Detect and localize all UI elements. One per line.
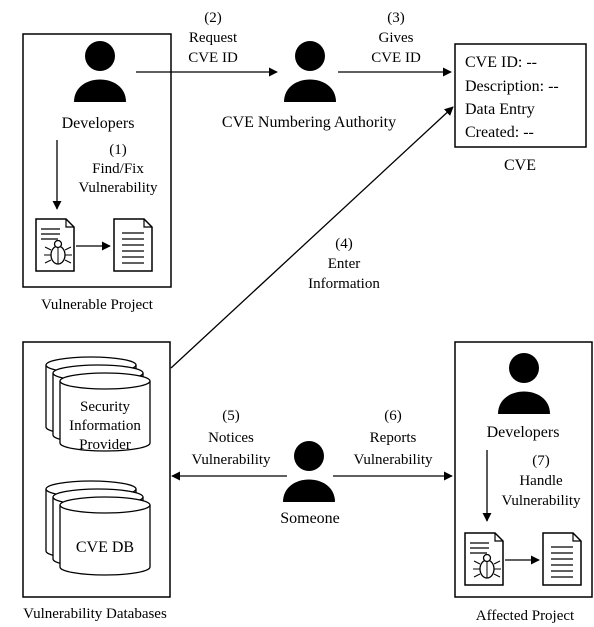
developer-person-icon — [74, 41, 126, 102]
affected-fixed-code-document-icon — [542, 532, 582, 586]
step1-number: (1) — [109, 142, 127, 158]
step4-line1: Enter — [328, 256, 360, 272]
step7-line2: Vulnerability — [501, 493, 581, 509]
vulnerability-databases-box — [22, 341, 171, 598]
cna-person-icon — [284, 41, 336, 102]
vulnerability-databases-caption: Vulnerability Databases — [23, 606, 167, 622]
step2-line2: CVE ID — [188, 50, 238, 66]
cve-caption: CVE — [504, 157, 536, 174]
step3-number: (3) — [387, 10, 405, 26]
sip-line1: Security — [80, 399, 130, 415]
step2-number: (2) — [204, 10, 222, 26]
affected-vulnerable-code-document-icon — [464, 532, 504, 586]
cve-data-entry-field: Data Entry — [465, 101, 535, 118]
cve-id-field: CVE ID: -- — [465, 54, 537, 71]
step1-line2: Vulnerability — [78, 180, 158, 196]
step3-line1: Gives — [379, 30, 414, 46]
step7-line1: Handle — [519, 473, 563, 489]
cve-db-label: CVE DB — [76, 539, 134, 556]
affected-project-box — [454, 341, 593, 598]
step6-line2: Vulnerability — [353, 452, 433, 468]
cna-caption: CVE Numbering Authority — [222, 114, 396, 131]
fixed-code-document-icon — [113, 218, 153, 272]
step1-line1: Find/Fix — [92, 161, 144, 177]
vulnerable-code-document-icon — [35, 218, 75, 272]
cve-record-box — [454, 43, 587, 148]
step4-number: (4) — [335, 236, 353, 252]
vulnerable-project-caption: Vulnerable Project — [41, 297, 154, 313]
enter-information-arrow — [170, 106, 454, 369]
step5-number: (5) — [222, 408, 240, 424]
affected-project-developers-label: Developers — [487, 424, 560, 441]
step6-line1: Reports — [370, 430, 417, 446]
affected-developer-person-icon — [498, 353, 550, 414]
step3-line2: CVE ID — [371, 50, 421, 66]
security-information-provider-db-icon — [45, 356, 151, 452]
vulnerable-project-developers-label: Developers — [62, 115, 135, 132]
cve-created-field: Created: -- — [465, 124, 534, 141]
step7-number: (7) — [532, 453, 550, 469]
step5-line1: Notices — [208, 430, 254, 446]
someone-caption: Someone — [280, 510, 340, 527]
affected-project-caption: Affected Project — [476, 608, 575, 624]
step4-line2: Information — [308, 276, 380, 292]
sip-line2: Information — [69, 418, 141, 434]
cve-db-icon — [45, 480, 151, 576]
step6-number: (6) — [384, 408, 402, 424]
sip-line3: Provider — [79, 437, 131, 453]
vulnerable-project-box — [22, 33, 172, 288]
someone-person-icon — [283, 441, 335, 502]
cve-description-field: Description: -- — [465, 78, 559, 95]
step2-line1: Request — [189, 30, 238, 46]
step5-line2: Vulnerability — [191, 452, 271, 468]
